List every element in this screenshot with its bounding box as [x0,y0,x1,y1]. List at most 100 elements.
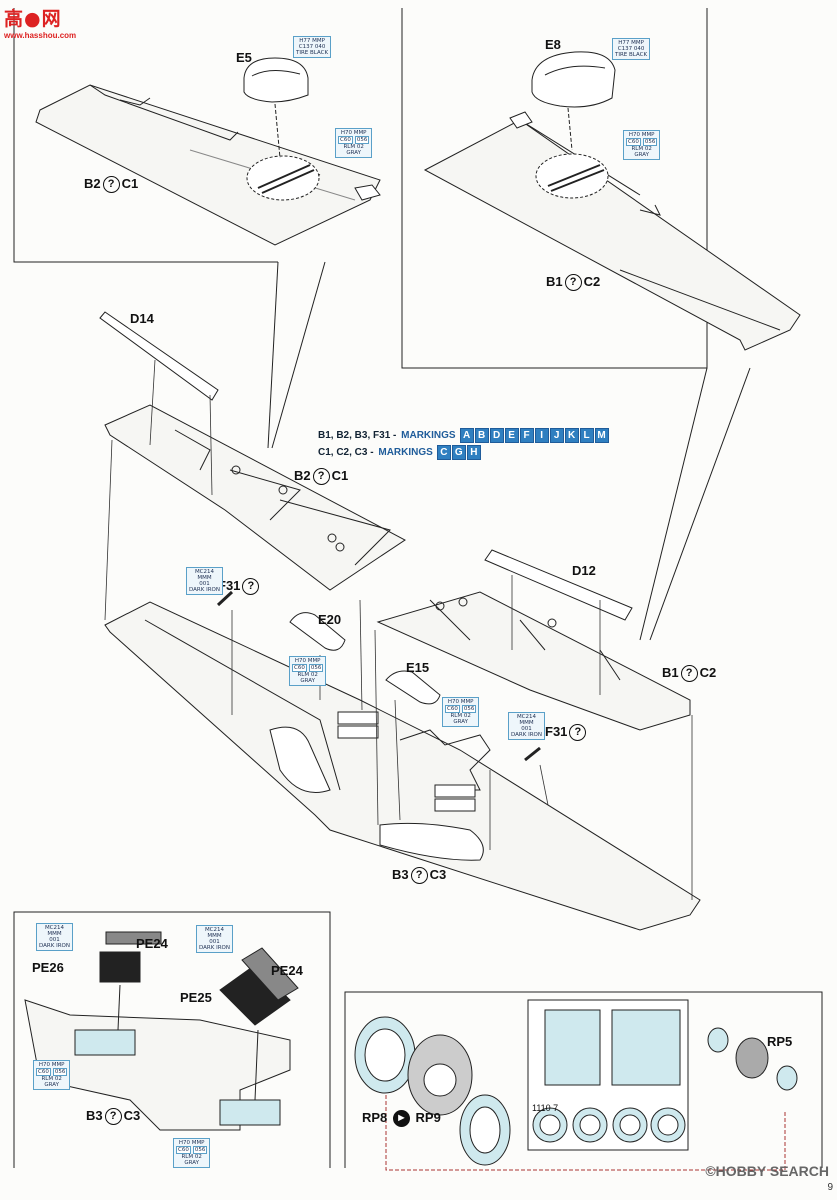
label-b3-c3-inset: B3?C3 [86,1108,141,1126]
paint-code: H70 MMP [447,699,474,705]
marking-chip: M [594,428,609,443]
label-b3: B3 [86,1108,103,1123]
pe24-inset-a [105,931,162,945]
paint-code: 056 [308,664,324,672]
marking-chip: J [549,428,564,443]
paint-name: GRAY [634,152,649,158]
paint-code: 056 [52,1068,68,1076]
label-e20: E20 [318,612,342,627]
label-d14: D14 [130,311,154,326]
f31-pin-left [216,590,234,607]
paint-code: 056 [354,136,370,144]
paint-name: GRAY [346,150,361,156]
inset-wheel-border [344,991,823,1168]
paint-code: H70 MMP [38,1062,65,1068]
label-f31-left: F31? [218,578,261,596]
paint-code: 001 [521,726,532,732]
label-b3-c3-main: B3?C3 [392,867,446,885]
label-b1-c2-mid: B1?C2 [662,665,717,683]
paint-code: MC214 [44,925,65,931]
inset-left-border [13,911,331,1168]
pe26-part [99,951,141,983]
e5-part [243,57,309,103]
tail-wheel [735,1037,769,1079]
q-symbol: ? [312,468,330,486]
label-e5: E5 [236,50,252,65]
marking-chip: E [504,428,519,443]
label-b2: B2 [294,468,311,483]
paint-code: MC214 [204,927,225,933]
label-rp5: RP5 [767,1034,793,1049]
paint-code: C60 [176,1146,191,1154]
q-symbol: ? [242,578,260,596]
paint-code: MMM [519,720,534,726]
marking-chip: L [579,428,594,443]
arrow-symbol: ► [392,1110,410,1128]
top-right-wing [423,119,801,351]
e15-part [385,670,441,705]
top-right-panel-border [401,8,708,369]
paint-code: MC214 [194,569,215,575]
paint-name: GRAY [300,678,315,684]
paint-code: RLM 02 [450,713,471,719]
markings-word-1: MARKINGS [401,430,456,441]
paint-name: GRAY [184,1160,199,1166]
label-rp9: RP9 [415,1110,441,1125]
q-symbol: ? [680,665,698,683]
paint-name: DARK IRON [199,945,230,951]
label-c1: C1 [331,468,349,483]
paint-code: RLM 02 [343,144,364,150]
e8-part [531,51,616,108]
paint-code: C137 040 [298,44,326,50]
markings-line-2: C1, C2, C3 - MARKINGS C G H [318,445,481,460]
label-b1: B1 [546,274,563,289]
paint-name: DARK IRON [511,732,542,738]
paint-code: H70 MMP [340,130,367,136]
label-b1-c2-right: B1?C2 [546,274,601,292]
marking-chip: F [519,428,534,443]
label-pe24-b: PE24 [271,963,303,978]
f31b-text: F31 [545,724,568,739]
paint-code: H77 MMP [299,38,325,44]
marking-chip: H [466,445,481,460]
paint-code: C60 [36,1068,51,1076]
label-pe25: PE25 [180,990,212,1005]
label-c2: C2 [583,274,601,289]
marking-chip: C [436,445,451,460]
paint-code: H70 MMP [178,1140,205,1146]
label-c2: C2 [699,665,717,680]
d14-part [99,311,219,401]
label-b2-c1-mid: B2?C1 [294,468,349,486]
q-symbol: ? [102,176,120,194]
label-b1: B1 [662,665,679,680]
markings-parts-2: C1, C2, C3 - [318,447,374,458]
paint-code: H70 MMP [628,132,655,138]
label-c1: C1 [121,176,139,191]
markings-parts-1: B1, B2, B3, F31 - [318,430,397,441]
label-c3: C3 [123,1108,141,1123]
label-b2-c1-left: B2?C1 [84,176,139,194]
paint-code: 056 [642,138,658,146]
paint-code: C60 [292,664,307,672]
paint-name: TIRE BLACK [615,52,648,58]
marking-chip: D [489,428,504,443]
marking-chip: I [534,428,549,443]
label-e15: E15 [406,660,430,675]
label-pe24-a: PE24 [136,936,168,951]
marking-chip: G [451,445,466,460]
q-symbol: ? [104,1108,122,1126]
pe24-inset-b [241,947,299,1001]
paint-code: H70 MMP [294,658,321,664]
label-b3: B3 [392,867,409,882]
label-b2: B2 [84,176,101,191]
paint-code: 001 [199,581,210,587]
paint-code: RLM 02 [631,146,652,152]
paint-code: RLM 02 [41,1076,62,1082]
